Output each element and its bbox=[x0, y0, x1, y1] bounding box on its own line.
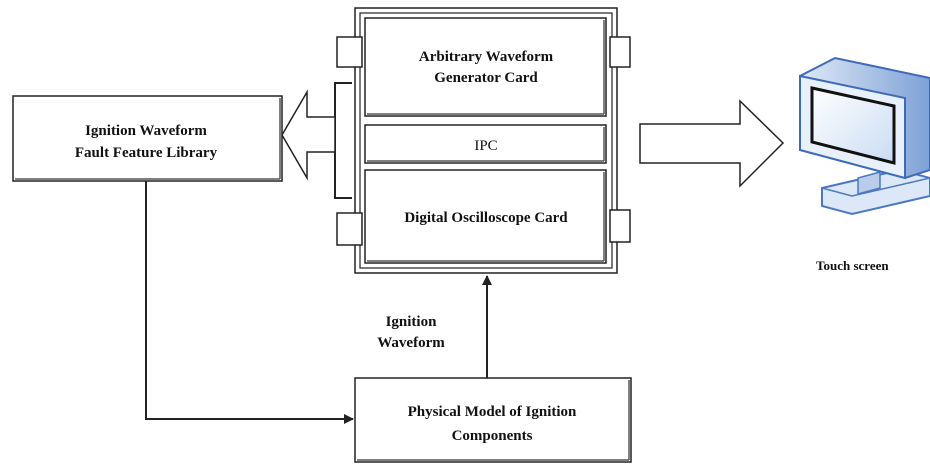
awg-card-label-line1: Arbitrary Waveform bbox=[419, 49, 554, 65]
hollow-arrow-left bbox=[281, 89, 336, 181]
monitor-icon bbox=[799, 56, 930, 216]
card-bracket bbox=[334, 82, 352, 199]
card-side-tabs bbox=[336, 36, 631, 246]
library-label-line1: Ignition Waveform bbox=[85, 123, 207, 139]
ignition-waveform-label-line2: Waveform bbox=[377, 335, 445, 351]
awg-card: Arbitrary Waveform Generator Card bbox=[364, 17, 607, 117]
physical-model-label-line2: Components bbox=[452, 428, 533, 444]
fault-feature-library-box: Ignition Waveform Fault Feature Library bbox=[12, 95, 283, 182]
physical-model-box: Physical Model of Ignition Components bbox=[354, 377, 632, 463]
oscilloscope-card-label: Digital Oscilloscope Card bbox=[404, 210, 568, 226]
library-label-line2: Fault Feature Library bbox=[75, 145, 218, 161]
ipc-label: IPC bbox=[474, 138, 497, 154]
awg-card-label-line2: Generator Card bbox=[434, 70, 538, 86]
physical-model-label-line1: Physical Model of Ignition bbox=[408, 404, 577, 420]
ipc-bar: IPC bbox=[364, 124, 607, 164]
touch-screen-label: Touch screen bbox=[816, 258, 889, 273]
hollow-arrow-right bbox=[639, 99, 785, 188]
connector-library-to-model bbox=[145, 181, 354, 424]
oscilloscope-card: Digital Oscilloscope Card bbox=[364, 169, 607, 264]
ignition-waveform-label-line1: Ignition bbox=[386, 314, 438, 330]
